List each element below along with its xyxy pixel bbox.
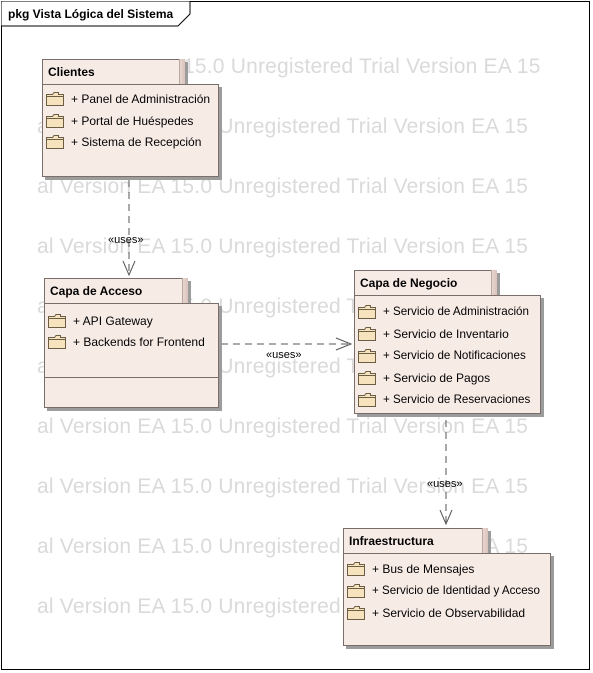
folder-icon: [347, 584, 365, 598]
package-capa-de-acceso[interactable]: Capa de Acceso + API Gateway + Backends …: [44, 278, 224, 411]
folder-icon: [347, 606, 365, 620]
connector-label-acceso-negocio: «uses»: [266, 349, 302, 361]
package-capa-de-negocio[interactable]: Capa de Negocio + Servicio de Administra…: [354, 270, 545, 417]
package-item-label: + Servicio de Administración: [383, 305, 529, 318]
folder-icon: [46, 114, 64, 128]
package-item-label: + Portal de Huéspedes: [71, 114, 194, 128]
compartment-separator: [45, 377, 218, 378]
package-name: Capa de Acceso: [50, 284, 143, 298]
package-name: Capa de Negocio: [360, 276, 458, 290]
package-item-label: + Servicio de Reservaciones: [383, 393, 531, 406]
package-item-label: + Servicio de Pagos: [383, 371, 491, 385]
folder-icon: [358, 371, 376, 385]
package-name: Infraestructura: [349, 534, 434, 548]
package-name: Clientes: [48, 65, 95, 79]
package-item-label: + Backends for Frontend: [73, 335, 205, 349]
folder-icon: [48, 335, 66, 349]
package-item-label: + API Gateway: [73, 314, 153, 328]
package-item-label: + Servicio de Observabilidad: [372, 606, 526, 620]
package-infraestructura[interactable]: Infraestructura + Bus de Mensajes + Serv…: [343, 528, 554, 650]
package-item-label: + Servicio de Identidad y Acceso: [372, 584, 540, 597]
folder-icon: [46, 135, 64, 149]
folder-icon: [358, 327, 376, 341]
package-clientes[interactable]: Clientes + Panel de Administración + Por…: [42, 59, 226, 181]
folder-icon: [358, 305, 376, 319]
package-item-label: + Sistema de Recepción: [71, 135, 202, 149]
folder-icon: [358, 349, 376, 363]
arrowhead-icon: [439, 509, 453, 526]
folder-icon: [347, 562, 365, 576]
arrowhead-icon: [335, 337, 353, 351]
frame-title: pkg Vista Lógica del Sistema: [8, 7, 174, 21]
folder-icon: [46, 92, 64, 106]
connector-label-negocio-infra: «uses»: [427, 478, 463, 490]
package-item-label: + Servicio de Inventario: [383, 327, 509, 341]
folder-icon: [358, 393, 376, 407]
package-item-label: + Panel de Administración: [71, 92, 211, 106]
folder-icon: [48, 314, 66, 328]
package-item-label: + Servicio de Notificaciones: [383, 349, 526, 362]
package-item-label: + Bus de Mensajes: [372, 562, 475, 576]
connector-label-clientes-acceso: «uses»: [108, 234, 144, 246]
arrowhead-icon: [122, 260, 136, 277]
